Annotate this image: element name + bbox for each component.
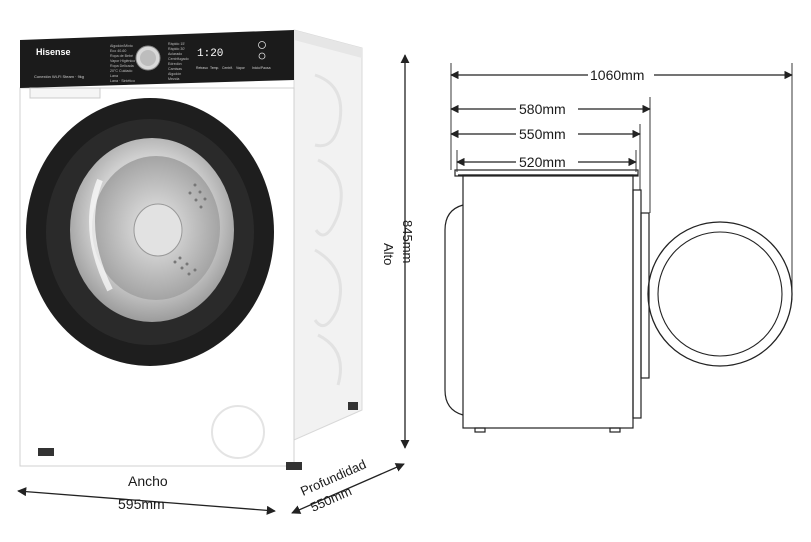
svg-text:Rápido 30': Rápido 30': [168, 47, 185, 51]
width-value: 595mm: [118, 496, 165, 512]
foot-rear-right: [348, 402, 358, 410]
depth-dimension: Profundidad 550mm: [291, 457, 405, 515]
svg-text:20°C Cuidado: 20°C Cuidado: [110, 69, 132, 73]
detergent-drawer[interactable]: [29, 87, 101, 99]
washing-machine: Hisense Conexión Wi-Fi Steam · 9kg Algod…: [19, 29, 363, 470]
drum-perforations: [173, 183, 207, 276]
svg-text:Vapor: Vapor: [236, 66, 246, 70]
svg-text:Ropa Delicada: Ropa Delicada: [110, 64, 134, 68]
dimension-550-value: 550mm: [519, 126, 566, 142]
height-dimension: 845mm Alto: [381, 54, 415, 449]
dimension-1060: 1060mm: [450, 63, 793, 300]
dimension-1060-value: 1060mm: [590, 67, 644, 83]
svg-text:Aclarado: Aclarado: [168, 52, 182, 56]
side-view-foot-front: [609, 427, 621, 433]
dimension-580: 580mm: [450, 97, 651, 213]
dimension-580-value: 580mm: [519, 101, 566, 117]
height-label: Alto: [381, 243, 396, 265]
svg-text:Retraso: Retraso: [196, 66, 208, 70]
dimension-520-value: 520mm: [519, 154, 566, 170]
svg-text:Edredón: Edredón: [168, 62, 182, 66]
width-dimension: Ancho 595mm: [17, 473, 276, 515]
width-label: Ancho: [128, 473, 168, 489]
side-swirl-pattern: [313, 73, 343, 386]
svg-text:Ropa de Bebé: Ropa de Bebé: [110, 54, 133, 58]
svg-text:Centrifugado: Centrifugado: [168, 57, 189, 61]
glass-highlight: [89, 178, 113, 292]
side-view-drawing: [444, 169, 650, 433]
side-view-top: [454, 169, 639, 177]
feature-badges: Conexión Wi-Fi Steam · 9kg: [34, 74, 84, 79]
svg-text:Algodón: Algodón: [168, 72, 181, 76]
side-view-door-edge: [640, 212, 650, 379]
program-list-right: Rápido 15' Rápido 30' Aclarado Centrifug…: [168, 42, 189, 81]
program-list-left: Algodón/Mixto Eco 40-60 Ropa de Bebé Vap…: [110, 44, 135, 83]
drum-hub: [133, 203, 183, 257]
foot-front-right: [286, 462, 302, 470]
side-view-rear-bulge: [444, 204, 464, 416]
svg-text:Vapor Higiénico: Vapor Higiénico: [110, 59, 135, 63]
display-time: 1:20: [197, 48, 223, 60]
svg-text:Algodón/Mixto: Algodón/Mixto: [110, 44, 133, 48]
foot-front-left: [38, 448, 54, 456]
height-value: 845mm: [400, 220, 415, 263]
dial-center: [140, 50, 156, 66]
side-view-door-hinge: [632, 189, 642, 419]
power-button[interactable]: [258, 41, 266, 49]
dimension-520: 520mm: [456, 150, 637, 172]
svg-text:Lana: Lana: [110, 74, 118, 78]
svg-text:Lana · Sintético: Lana · Sintético: [110, 79, 135, 83]
svg-text:Centrif.: Centrif.: [222, 66, 233, 70]
open-door-circle: [647, 221, 793, 367]
dimension-550: 550mm: [450, 124, 641, 190]
panel-buttons[interactable]: Retraso Temp. Centrif. Vapor Inicio/Paus…: [196, 66, 271, 70]
side-view-foot-rear: [474, 427, 486, 433]
svg-text:Inicio/Pausa: Inicio/Pausa: [252, 66, 271, 70]
svg-text:Rápido 15': Rápido 15': [168, 42, 185, 46]
svg-text:Mezcla: Mezcla: [168, 77, 179, 81]
brand-logo: Hisense: [36, 47, 71, 57]
start-button[interactable]: [258, 52, 266, 60]
side-view-body: [462, 174, 634, 429]
svg-text:Camisas: Camisas: [168, 67, 182, 71]
machine-side-panel: [293, 29, 363, 441]
top-edge: [294, 30, 362, 58]
svg-text:Temp.: Temp.: [210, 66, 219, 70]
filter-hatch[interactable]: [211, 405, 265, 459]
svg-text:Eco 40-60: Eco 40-60: [110, 49, 126, 53]
